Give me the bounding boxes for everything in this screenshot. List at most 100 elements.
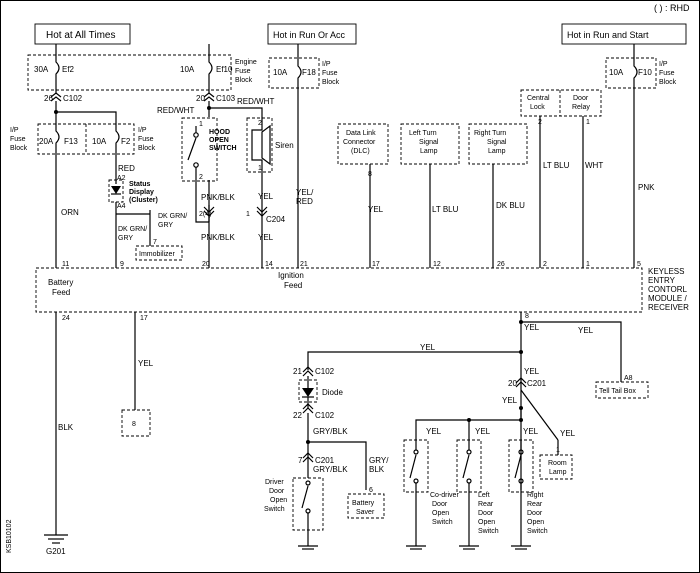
svg-text:Lock: Lock [530,104,545,111]
svg-text:20: 20 [196,94,205,103]
svg-text:9: 9 [120,261,124,268]
svg-text:11: 11 [62,261,69,268]
svg-text:OPEN: OPEN [209,137,229,144]
svg-text:Lamp: Lamp [420,148,438,155]
svg-text:RED: RED [296,197,313,206]
svg-text:24: 24 [62,315,70,322]
svg-text:Siren: Siren [275,141,294,150]
svg-text:2: 2 [258,120,262,127]
svg-text:YEL: YEL [475,427,491,436]
hot-at-all-times-box [34,23,131,45]
svg-text:YEL: YEL [420,343,436,352]
svg-text:1: 1 [586,119,590,126]
svg-text:7: 7 [298,456,303,465]
svg-text:(DLC): (DLC) [351,148,370,155]
svg-text:20: 20 [508,379,517,388]
driver-door-switch [292,477,324,546]
svg-text:RED: RED [118,164,135,173]
right-rear-door-switch [508,439,534,546]
svg-text:Battery: Battery [48,278,73,287]
svg-text:C201: C201 [527,379,547,388]
svg-text:Door: Door [478,510,494,517]
hot-run-acc-box [267,23,357,45]
svg-text:Tell Tail Box: Tell Tail Box [599,388,636,395]
svg-text:LT BLU: LT BLU [543,161,570,170]
svg-text:Diode: Diode [322,388,343,397]
svg-text:C204: C204 [266,215,286,224]
svg-text:Lamp: Lamp [488,148,506,155]
siren-icon [251,120,263,172]
svg-text:Display: Display [129,189,154,196]
svg-text:2: 2 [538,119,542,126]
svg-text:Fuse: Fuse [10,136,26,143]
svg-text:DK GRN/: DK GRN/ [118,226,147,233]
svg-text:GRY: GRY [158,222,173,229]
svg-text:Fuse: Fuse [235,68,251,75]
svg-text:2: 2 [543,261,547,268]
svg-text:Open: Open [478,519,495,526]
svg-text:Signal: Signal [419,139,439,146]
svg-text:Rear: Rear [478,501,494,508]
hot-run-start-box [561,23,687,45]
svg-text:20: 20 [202,261,210,268]
svg-text:Switch: Switch [432,519,453,526]
svg-text:14: 14 [265,261,273,268]
svg-text:Block: Block [138,145,156,152]
svg-text:MODULE /: MODULE / [648,294,687,303]
svg-text:Door: Door [432,501,448,508]
svg-text:Relay: Relay [572,104,590,111]
right-turn-signal-lamp [468,123,528,165]
svg-text:Rear: Rear [527,501,543,508]
svg-text:Left: Left [478,492,490,499]
svg-text:YEL: YEL [138,359,154,368]
svg-text:Central: Central [527,95,550,102]
svg-text:YEL: YEL [368,205,384,214]
svg-text:10A: 10A [609,68,624,77]
rhd-note: ( ) : RHD [654,3,690,13]
svg-text:Ef2: Ef2 [62,65,75,74]
svg-text:C201: C201 [315,456,335,465]
ip-fuse-f10-box [605,57,657,89]
svg-text:I/P: I/P [138,127,147,134]
hot-run-acc-label: Hot in Run Or Acc [273,30,346,40]
svg-text:F13: F13 [64,137,78,146]
svg-text:SWITCH: SWITCH [209,145,237,152]
svg-text:1: 1 [246,211,250,218]
svg-text:Right Turn: Right Turn [474,130,506,137]
fuse-ef2 [55,56,60,90]
svg-text:21: 21 [293,367,302,376]
svg-text:YEL: YEL [578,326,594,335]
svg-text:F2: F2 [121,137,131,146]
svg-text:Right: Right [527,492,543,499]
svg-text:6: 6 [369,487,373,494]
svg-text:GRY/BLK: GRY/BLK [313,427,348,436]
svg-text:C102: C102 [315,411,335,420]
svg-text:YEL/: YEL/ [296,188,314,197]
svg-text:RED/WHT: RED/WHT [237,97,274,106]
codriver-door-switch [403,439,429,546]
svg-text:10A: 10A [180,65,195,74]
svg-text:Block: Block [659,79,677,86]
svg-text:17: 17 [372,261,380,268]
svg-text:1: 1 [199,121,203,128]
svg-text:10A: 10A [92,137,107,146]
engine-fuse-block [27,54,232,91]
svg-text:Feed: Feed [284,281,302,290]
fuse-f18 [297,60,302,268]
svg-text:Block: Block [322,79,340,86]
svg-text:YEL: YEL [426,427,442,436]
svg-text:BLK: BLK [58,423,74,432]
svg-text:WHT: WHT [585,161,603,170]
room-lamp [539,454,573,480]
svg-text:8: 8 [368,171,372,178]
svg-text:26: 26 [497,261,505,268]
svg-text:I/P: I/P [659,61,668,68]
svg-text:Switch: Switch [478,528,499,535]
svg-text:I/P: I/P [322,61,331,68]
hot-at-all-times-label: Hot at All Times [46,30,115,41]
svg-text:(Cluster): (Cluster) [129,197,158,204]
svg-text:Engine: Engine [235,59,257,66]
svg-text:2(4): 2(4) [199,211,211,218]
svg-text:10A: 10A [273,68,288,77]
svg-text:PNK/BLK: PNK/BLK [201,233,235,242]
